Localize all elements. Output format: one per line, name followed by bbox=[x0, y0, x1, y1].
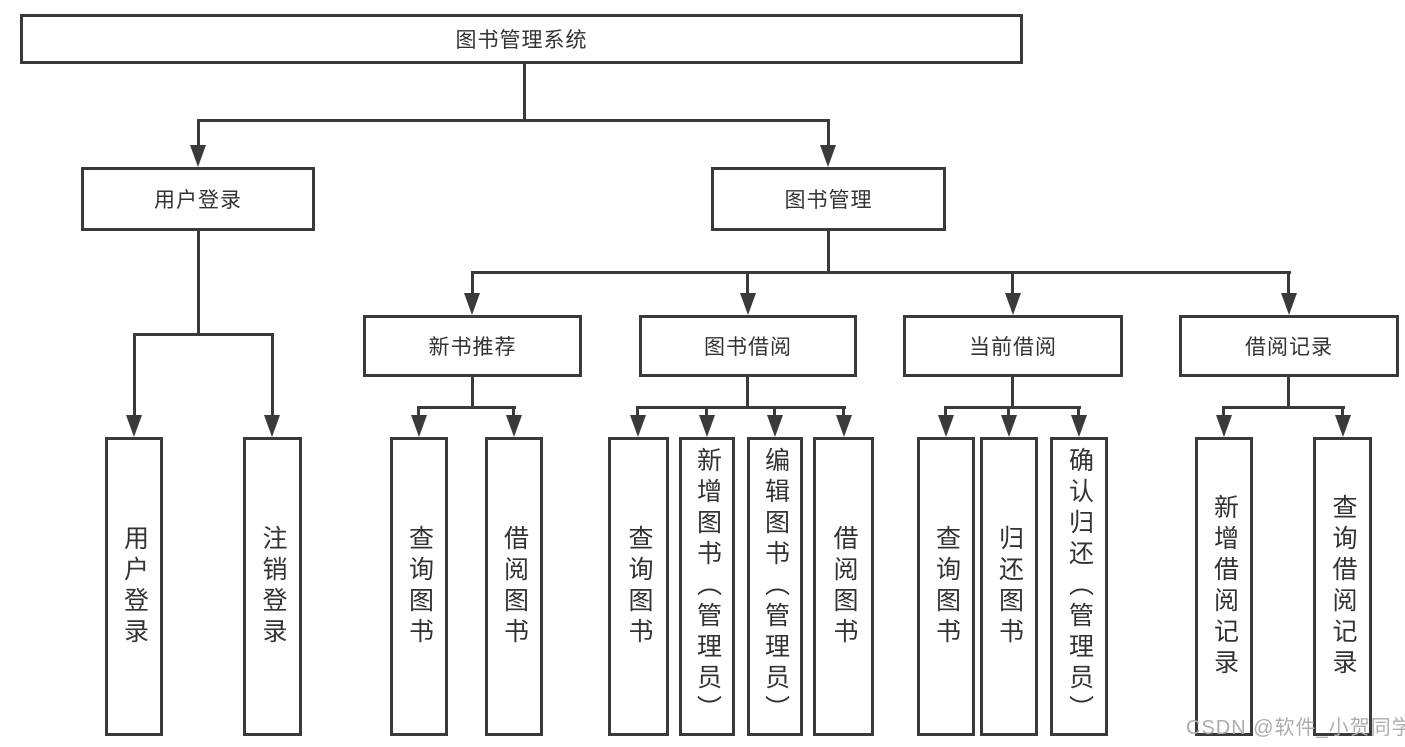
leaf-logout-label: 注销登录 bbox=[259, 524, 287, 649]
connector-current-borrow-stem bbox=[1011, 377, 1014, 408]
leaf-cb-confirm-return-admin-label: 确认归还（管理员） bbox=[1065, 447, 1094, 726]
connector-user-login-stem bbox=[197, 231, 200, 336]
connector-drop-leaf-logout bbox=[271, 333, 274, 416]
node-new-book-recommend-label: 新书推荐 bbox=[428, 336, 517, 359]
csdn-watermark: CSDN @软件_小贺同学 bbox=[1186, 717, 1405, 739]
connector-drop-new-books bbox=[471, 271, 474, 295]
leaf-br-add-record-label: 新增借阅记录 bbox=[1210, 493, 1239, 680]
leaf-bb-borrow-books-label: 借阅图书 bbox=[830, 524, 858, 649]
arrowhead-leaf-logout bbox=[264, 415, 280, 437]
arrowhead-br-add bbox=[1216, 415, 1232, 437]
arrowhead-bb-add bbox=[699, 415, 715, 437]
leaf-bb-edit-books-admin: 编辑图书（管理员） bbox=[747, 437, 803, 736]
arrowhead-bb-borrow bbox=[836, 415, 852, 437]
leaf-bb-edit-books-admin-label: 编辑图书（管理员） bbox=[761, 447, 790, 726]
arrowhead-cb-query bbox=[938, 415, 954, 437]
connector-drop-cb-confirm bbox=[1077, 406, 1080, 417]
leaf-bb-query-books: 查询图书 bbox=[608, 437, 669, 736]
connector-drop-leaf-login bbox=[133, 333, 136, 416]
arrowhead-nb-query bbox=[411, 415, 427, 437]
node-borrow-records-label: 借阅记录 bbox=[1245, 336, 1333, 359]
connector-drop-br-query bbox=[1341, 406, 1344, 417]
connector-drop-user-login bbox=[197, 119, 200, 146]
arrowhead-bb-edit bbox=[767, 415, 783, 437]
connector-drop-book-mgmt bbox=[827, 119, 830, 146]
connector-book-mgmt-stem bbox=[827, 231, 830, 273]
node-new-book-recommend: 新书推荐 bbox=[363, 315, 582, 377]
arrowhead-current-borrow bbox=[1005, 293, 1021, 315]
node-root-label: 图书管理系统 bbox=[455, 29, 588, 52]
connector-drop-book-borrow bbox=[746, 271, 749, 295]
connector-drop-bb-borrow bbox=[842, 406, 845, 417]
connector-book-borrow-stem bbox=[746, 377, 749, 408]
connector-drop-nb-query bbox=[417, 406, 420, 417]
node-user-login: 用户登录 bbox=[81, 167, 315, 231]
connector-new-books-stem bbox=[471, 377, 474, 408]
leaf-br-query-record: 查询借阅记录 bbox=[1313, 437, 1372, 736]
leaf-logout: 注销登录 bbox=[243, 437, 302, 736]
leaf-cb-query-books-label: 查询图书 bbox=[932, 524, 961, 649]
leaf-bb-add-books-admin-label: 新增图书（管理员） bbox=[693, 447, 722, 726]
leaf-nb-query-books-label: 查询图书 bbox=[405, 524, 434, 649]
connector-drop-borrow-records bbox=[1287, 271, 1290, 295]
connector-drop-cb-return bbox=[1007, 406, 1010, 417]
leaf-bb-add-books-admin: 新增图书（管理员） bbox=[679, 437, 735, 736]
leaf-user-login: 用户登录 bbox=[105, 437, 163, 736]
node-root: 图书管理系统 bbox=[20, 14, 1023, 64]
arrowhead-bb-query bbox=[630, 415, 646, 437]
connector-root-split bbox=[197, 119, 830, 122]
leaf-bb-borrow-books: 借阅图书 bbox=[813, 437, 874, 736]
leaf-cb-return-books-label: 归还图书 bbox=[995, 524, 1024, 649]
leaf-nb-borrow-books: 借阅图书 bbox=[485, 437, 543, 736]
connector-user-login-split bbox=[133, 333, 274, 336]
arrowhead-borrow-records bbox=[1281, 293, 1297, 315]
connector-new-books-split bbox=[418, 406, 516, 409]
node-borrow-records: 借阅记录 bbox=[1179, 315, 1399, 377]
connector-current-borrow-split bbox=[944, 406, 1081, 409]
arrowhead-cb-return bbox=[1001, 415, 1017, 437]
node-book-management: 图书管理 bbox=[711, 167, 946, 231]
connector-drop-br-add bbox=[1222, 406, 1225, 417]
connector-book-mgmt-split bbox=[471, 271, 1291, 274]
node-book-borrow: 图书借阅 bbox=[639, 315, 857, 377]
arrowhead-br-query bbox=[1335, 415, 1351, 437]
connector-drop-nb-borrow bbox=[512, 406, 515, 417]
arrowhead-new-books bbox=[464, 293, 480, 315]
arrowhead-cb-confirm bbox=[1071, 415, 1087, 437]
connector-root-stem bbox=[523, 64, 526, 120]
arrowhead-nb-borrow bbox=[506, 415, 522, 437]
leaf-br-query-record-label: 查询借阅记录 bbox=[1329, 493, 1357, 680]
leaf-bb-query-books-label: 查询图书 bbox=[625, 524, 653, 649]
leaf-cb-query-books: 查询图书 bbox=[917, 437, 975, 736]
connector-drop-bb-edit bbox=[773, 406, 776, 417]
node-user-login-label: 用户登录 bbox=[154, 189, 242, 212]
connector-drop-bb-add bbox=[705, 406, 708, 417]
leaf-br-add-record: 新增借阅记录 bbox=[1195, 437, 1253, 736]
node-current-borrow-label: 当前借阅 bbox=[969, 336, 1057, 359]
connector-borrow-records-split bbox=[1222, 406, 1345, 409]
leaf-user-login-label: 用户登录 bbox=[120, 524, 149, 649]
connector-drop-bb-query bbox=[636, 406, 639, 417]
arrowhead-book-mgmt bbox=[820, 145, 836, 167]
arrowhead-user-login bbox=[190, 145, 206, 167]
connector-drop-current-borrow bbox=[1011, 271, 1014, 295]
leaf-cb-return-books: 归还图书 bbox=[980, 437, 1038, 736]
node-current-borrow: 当前借阅 bbox=[903, 315, 1123, 377]
leaf-cb-confirm-return-admin: 确认归还（管理员） bbox=[1050, 437, 1108, 736]
connector-borrow-records-stem bbox=[1287, 377, 1290, 408]
node-book-borrow-label: 图书借阅 bbox=[704, 336, 792, 359]
connector-book-borrow-split bbox=[637, 406, 846, 409]
leaf-nb-borrow-books-label: 借阅图书 bbox=[500, 524, 529, 649]
arrowhead-leaf-login bbox=[126, 415, 142, 437]
arrowhead-book-borrow bbox=[740, 293, 756, 315]
connector-drop-cb-query bbox=[944, 406, 947, 417]
node-book-management-label: 图书管理 bbox=[784, 189, 873, 212]
leaf-nb-query-books: 查询图书 bbox=[390, 437, 448, 736]
